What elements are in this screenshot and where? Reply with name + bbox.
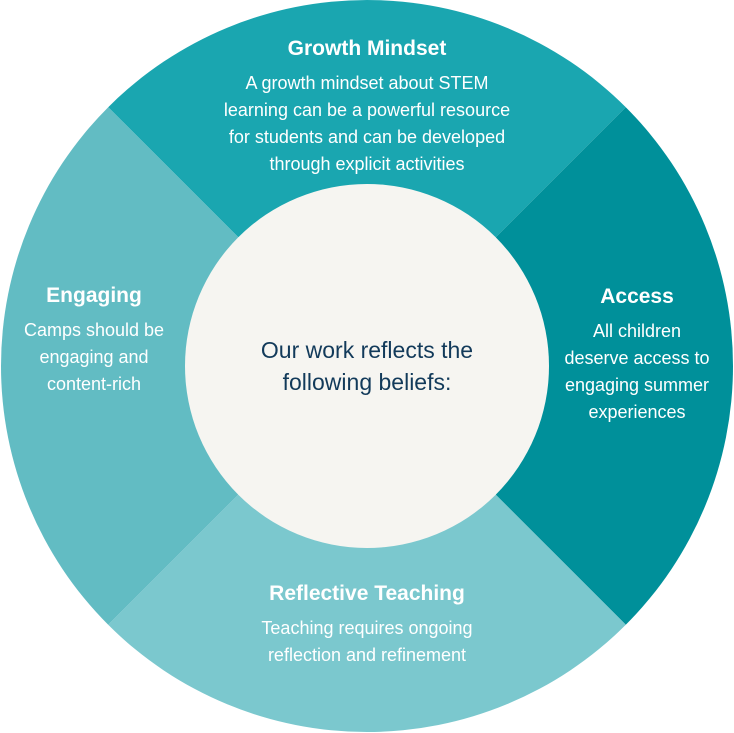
access-body: All children deserve access to engaging … — [552, 318, 722, 426]
growth-mindset-line: A growth mindset about STEM — [245, 73, 489, 93]
center-line: Our work reflects the — [260, 337, 474, 363]
access-block: Access All children deserve access to en… — [552, 284, 722, 426]
growth-mindset-line: through explicit activities — [269, 154, 465, 174]
reflective-teaching-body: Teaching requires ongoing reflection and… — [209, 615, 525, 669]
reflective-teaching-block: Reflective Teaching Teaching requires on… — [209, 581, 525, 669]
reflective-teaching-title: Reflective Teaching — [269, 582, 465, 605]
growth-mindset-title: Growth Mindset — [287, 37, 447, 60]
access-line: experiences — [588, 402, 686, 422]
engaging-block: Engaging Camps should be engaging and co… — [8, 283, 180, 398]
access-title: Access — [600, 285, 674, 308]
segment-access — [367, 107, 733, 625]
center-statement: Our work reflects the following beliefs: — [217, 334, 517, 398]
segment-growth-mindset — [108, 0, 626, 367]
growth-mindset-block: Growth Mindset A growth mindset about ST… — [187, 36, 547, 178]
engaging-line: Camps should be — [23, 320, 165, 340]
segment-reflective-teaching — [108, 366, 626, 732]
reflective-teaching-line: reflection and refinement — [267, 645, 467, 665]
center-line: following beliefs: — [282, 369, 452, 395]
access-line: engaging summer — [564, 375, 710, 395]
access-line: deserve access to — [564, 348, 710, 368]
engaging-body: Camps should be engaging and content-ric… — [8, 317, 180, 398]
engaging-line: engaging and — [39, 347, 149, 367]
engaging-line: content-rich — [46, 374, 142, 394]
growth-mindset-body: A growth mindset about STEM learning can… — [187, 70, 547, 178]
growth-mindset-line: learning can be a powerful resource — [223, 100, 511, 120]
reflective-teaching-line: Teaching requires ongoing — [261, 618, 473, 638]
center-circle — [185, 184, 549, 548]
segment-engaging — [1, 107, 368, 625]
engaging-title: Engaging — [46, 284, 142, 307]
growth-mindset-line: for students and can be developed — [228, 127, 506, 147]
access-line: All children — [592, 321, 682, 341]
